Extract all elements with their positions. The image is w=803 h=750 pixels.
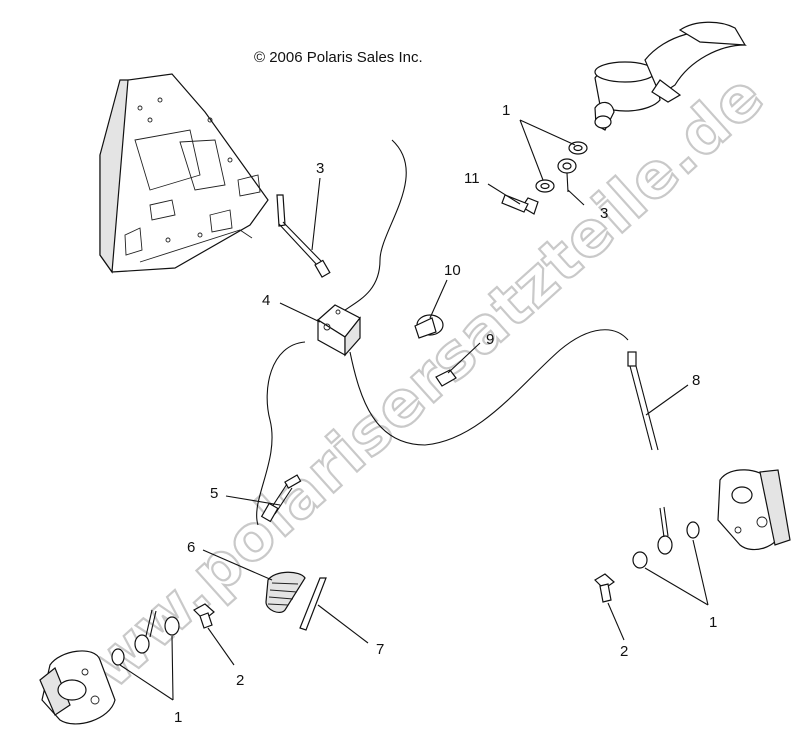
- callout-11: 11: [464, 170, 480, 187]
- callout-4: 4: [262, 292, 270, 309]
- callout-5: 5: [210, 485, 218, 502]
- callout-8: 8: [692, 372, 700, 389]
- protective-spring: [265, 571, 306, 614]
- top-banjo-group: [501, 141, 588, 215]
- brake-hose-left: [260, 474, 302, 523]
- callout-2-right: 2: [620, 643, 628, 660]
- callouts: 1 11 3 3 4 10 9 8 5 6 7 2 1 1 2: [174, 102, 717, 726]
- distribution-block: [317, 304, 361, 357]
- mounting-plate: [99, 73, 269, 274]
- leader-lines: [119, 119, 709, 701]
- callout-9: 9: [486, 331, 494, 348]
- callout-1-bottom-left: 1: [174, 709, 182, 726]
- callout-7: 7: [376, 641, 384, 658]
- brake-hose-right: [627, 351, 659, 451]
- callout-10: 10: [444, 262, 461, 279]
- small-bolt: [435, 369, 457, 387]
- brake-caliper-left: [39, 609, 180, 725]
- copyright-text: © 2006 Polaris Sales Inc.: [254, 49, 423, 66]
- brake-lines: [256, 139, 629, 526]
- brake-caliper-right: [632, 469, 791, 569]
- hose-fitting-left: [276, 194, 331, 278]
- callout-6: 6: [187, 539, 195, 556]
- callout-2-left: 2: [236, 672, 244, 689]
- banjo-bolt-right: [594, 573, 615, 603]
- callout-1-bottom-right: 1: [709, 614, 717, 631]
- tee-fitting: [414, 314, 444, 339]
- master-cylinder: [594, 21, 747, 131]
- callout-3-top-right: 3: [600, 205, 608, 222]
- callout-1-top: 1: [502, 102, 510, 119]
- pin: [299, 577, 327, 631]
- banjo-bolt-left: [193, 603, 215, 629]
- callout-3-left: 3: [316, 160, 324, 177]
